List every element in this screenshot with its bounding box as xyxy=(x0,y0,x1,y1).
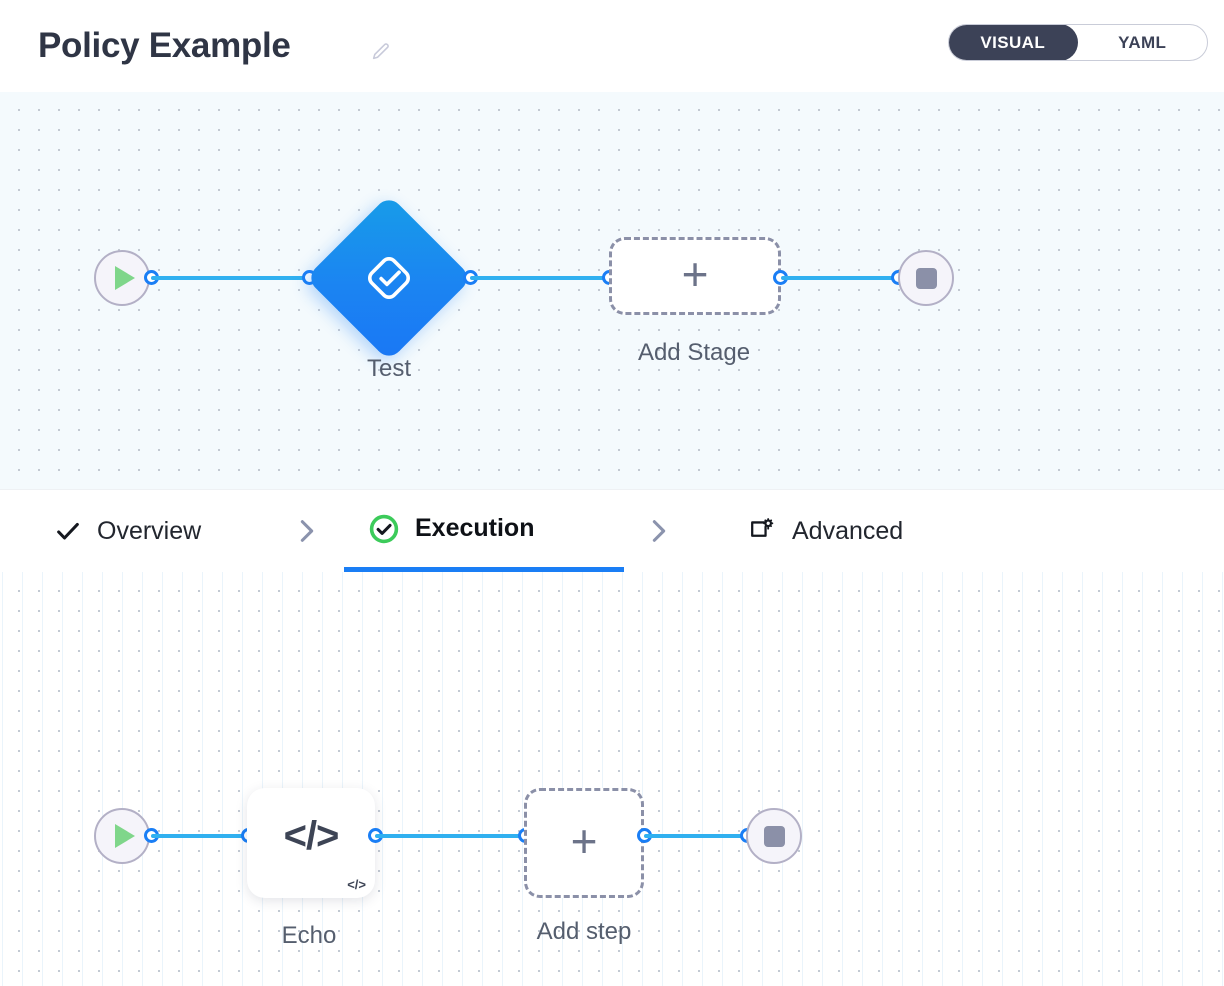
page-header: Policy Example VISUAL YAML xyxy=(0,0,1224,92)
edge-add-stage-to-end xyxy=(781,276,898,280)
code-icon: </> xyxy=(283,814,340,858)
step-graph-canvas[interactable]: </> </> Echo + Add step xyxy=(0,572,1224,986)
plus-icon: + xyxy=(570,815,598,867)
add-stage-button[interactable]: + xyxy=(609,237,781,315)
toggle-option-visual[interactable]: VISUAL xyxy=(949,25,1078,60)
edge-echo-to-add-step xyxy=(375,834,526,838)
step-node-echo-label: Echo xyxy=(281,922,337,949)
edge-add-step-to-end xyxy=(644,834,747,838)
tab-overview[interactable]: Overview xyxy=(30,490,238,572)
pipeline-start-node[interactable] xyxy=(94,250,150,306)
tab-separator-2 xyxy=(648,516,670,546)
stage-diamond-shape[interactable] xyxy=(305,194,473,362)
step-end-node[interactable] xyxy=(746,808,802,864)
stage-graph-canvas[interactable]: Test + Add Stage xyxy=(0,92,1224,490)
section-tabs: Overview Execution Advanced xyxy=(0,490,1224,572)
page-title: Policy Example xyxy=(38,26,291,65)
add-step-button[interactable]: + xyxy=(524,788,644,898)
pipeline-end-node[interactable] xyxy=(898,250,954,306)
stop-icon xyxy=(915,267,937,289)
add-step-label: Add step xyxy=(536,918,632,945)
stage-node-test-label: Test xyxy=(366,355,412,382)
edit-title-button[interactable] xyxy=(366,36,396,66)
tab-advanced-label: Advanced xyxy=(792,516,904,545)
view-mode-toggle[interactable]: VISUAL YAML xyxy=(948,24,1208,61)
pencil-icon xyxy=(372,43,389,60)
stop-icon xyxy=(763,825,785,847)
check-icon xyxy=(57,522,79,540)
add-stage-label: Add Stage xyxy=(637,339,751,366)
tab-separator-1 xyxy=(296,516,318,546)
code-badge-icon: </> xyxy=(347,877,366,892)
edge-test-to-add-stage xyxy=(470,276,612,280)
chevron-right-icon xyxy=(652,520,666,542)
toggle-option-yaml[interactable]: YAML xyxy=(1118,32,1167,52)
check-circle-icon xyxy=(369,514,399,543)
tab-overview-label: Overview xyxy=(97,516,202,545)
plus-icon: + xyxy=(681,248,709,300)
tab-execution[interactable]: Execution xyxy=(344,490,624,572)
chevron-right-icon xyxy=(300,520,314,542)
tab-advanced[interactable]: Advanced xyxy=(722,490,974,572)
stage-node-test[interactable] xyxy=(305,194,473,362)
box-gear-icon xyxy=(751,517,774,537)
tab-execution-label: Execution xyxy=(415,514,535,542)
step-node-echo[interactable]: </> </> xyxy=(247,788,375,898)
edge-start-to-test xyxy=(151,276,314,280)
play-icon xyxy=(115,824,135,848)
edge-start-to-echo xyxy=(151,834,253,838)
step-start-node[interactable] xyxy=(94,808,150,864)
play-icon xyxy=(115,266,135,290)
